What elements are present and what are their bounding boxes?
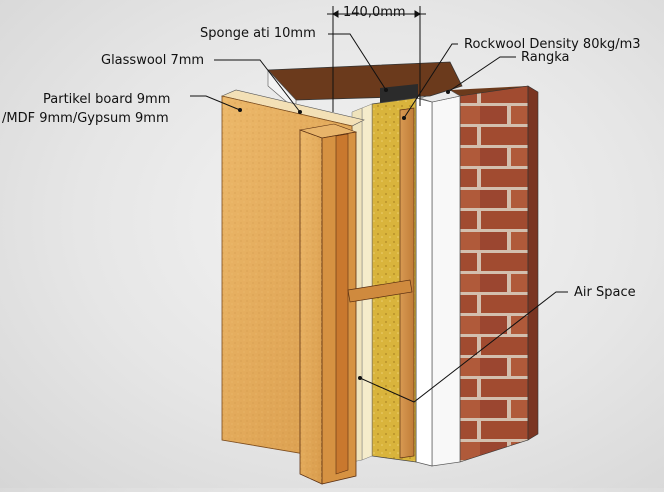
- leader-lines: [190, 6, 568, 403]
- label-rockwool: Rockwool Density 80kg/m3: [464, 37, 641, 52]
- label-partikel-line1: Partikel board 9mm: [43, 92, 171, 107]
- white-inner-panel: [415, 97, 433, 467]
- leader-dots: [238, 88, 450, 380]
- rangka-top: [267, 61, 463, 101]
- dimension-label: 140,0mm: [343, 5, 406, 20]
- stud-batten-horizontal: [347, 279, 413, 303]
- stud-batten-vertical: [335, 133, 349, 475]
- label-glasswool: Glasswool 7mm: [101, 53, 205, 68]
- sponge-strip: [361, 103, 373, 461]
- brick-wall-face: [459, 85, 529, 463]
- label-air-space: Air Space: [574, 285, 636, 300]
- brick-wall-side: [527, 85, 539, 441]
- front-stud-texture: [300, 130, 322, 484]
- label-rangka: Rangka: [521, 50, 570, 65]
- label-sponge: Sponge ati 10mm: [200, 26, 316, 41]
- plaster-layer-face: [431, 95, 461, 467]
- label-partikel-line2: /MDF 9mm/Gypsum 9mm: [2, 111, 169, 126]
